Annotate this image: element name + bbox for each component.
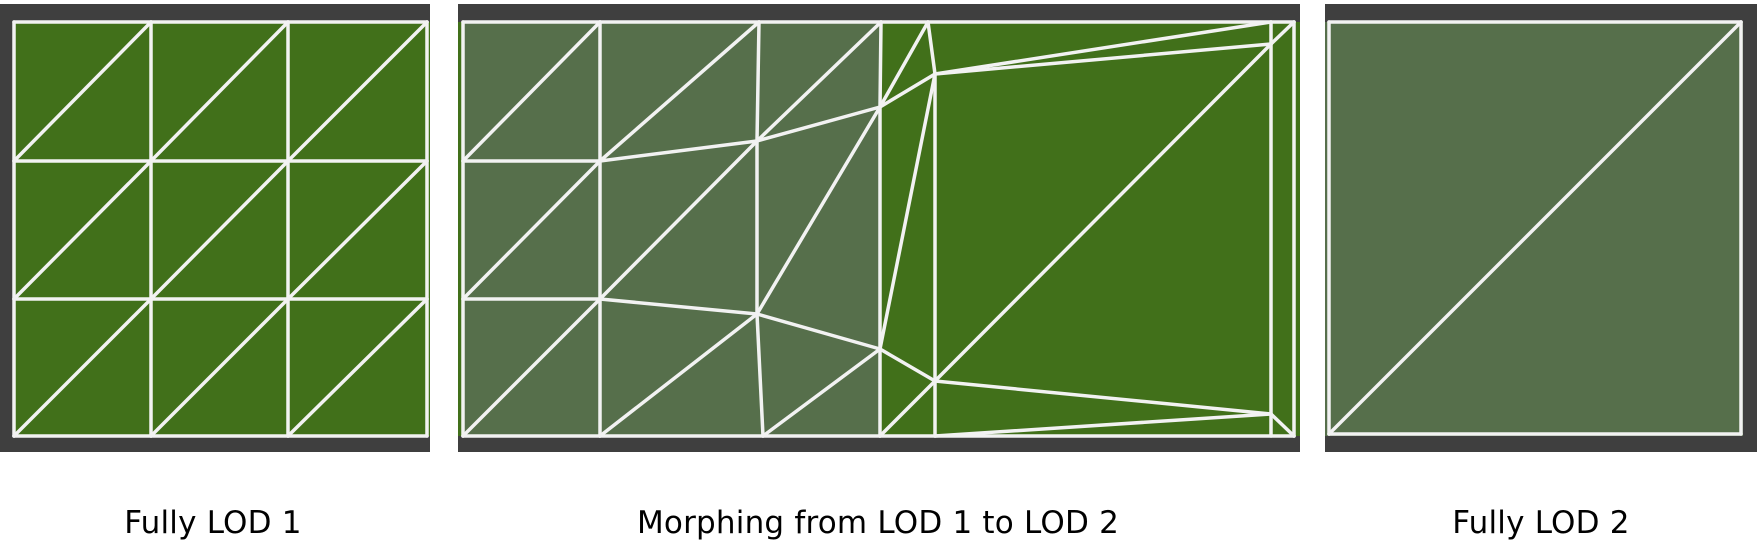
lod2-wireframe: [1327, 20, 1743, 436]
grid-edge-diagonal: [12, 159, 153, 301]
grid-edge-diagonal: [149, 159, 290, 301]
morph-mesh-edge: [933, 20, 1273, 76]
morph-mesh-edge: [598, 312, 759, 438]
grid-edge-diagonal: [149, 20, 290, 163]
lod1-wireframe: [12, 20, 429, 438]
morph-mesh-edge: [878, 379, 937, 438]
grid-edge-diagonal: [149, 297, 290, 438]
morph-mesh-edge: [878, 347, 937, 383]
morph-mesh-edge: [598, 139, 759, 163]
caption-morph: Morphing from LOD 1 to LOD 2: [636, 505, 1120, 541]
morph-mesh-edge: [878, 72, 937, 351]
grid-edge-diagonal: [12, 297, 153, 438]
morph-mesh-edge: [755, 20, 761, 143]
morph-mesh-edge: [933, 42, 1273, 76]
morph-mesh-edge: [755, 312, 882, 351]
morph-mesh-edge: [755, 105, 882, 143]
morph-mesh-edge: [1269, 20, 1296, 46]
caption-lod1: Fully LOD 1: [124, 505, 302, 541]
morph-wireframe: [461, 20, 1296, 438]
morph-mesh-edge: [1269, 412, 1296, 438]
morph-mesh-edge: [755, 312, 765, 438]
grid-edge-diagonal: [12, 20, 153, 163]
morph-mesh-edge: [926, 20, 937, 76]
morph-mesh-edge: [461, 20, 602, 163]
morph-mesh-edge: [598, 139, 759, 301]
morph-mesh-panel: [458, 4, 1300, 452]
lod2-mesh-panel: [1325, 4, 1757, 452]
grid-edge-diagonal: [286, 20, 429, 163]
caption-lod2: Fully LOD 2: [1452, 505, 1630, 541]
morph-mesh-edge: [878, 20, 883, 109]
quad-edge-diagonal: [1327, 20, 1743, 436]
grid-edge-diagonal: [286, 297, 429, 438]
morph-mesh-edge: [598, 20, 761, 163]
morph-mesh-edge: [878, 20, 930, 109]
morph-mesh-edge: [933, 412, 1273, 438]
morph-mesh-edge: [933, 42, 1273, 383]
lod1-mesh-panel: [0, 4, 430, 452]
morph-mesh-edge: [598, 297, 759, 316]
morph-mesh-edge: [933, 379, 1273, 416]
morph-mesh-edge: [461, 297, 602, 438]
morph-mesh-edge: [461, 159, 602, 301]
morph-mesh-edge: [761, 347, 882, 438]
morph-mesh-edge: [755, 105, 882, 316]
grid-edge-diagonal: [286, 159, 429, 301]
morph-mesh-edge: [755, 20, 883, 143]
morph-mesh-edge: [878, 72, 937, 109]
